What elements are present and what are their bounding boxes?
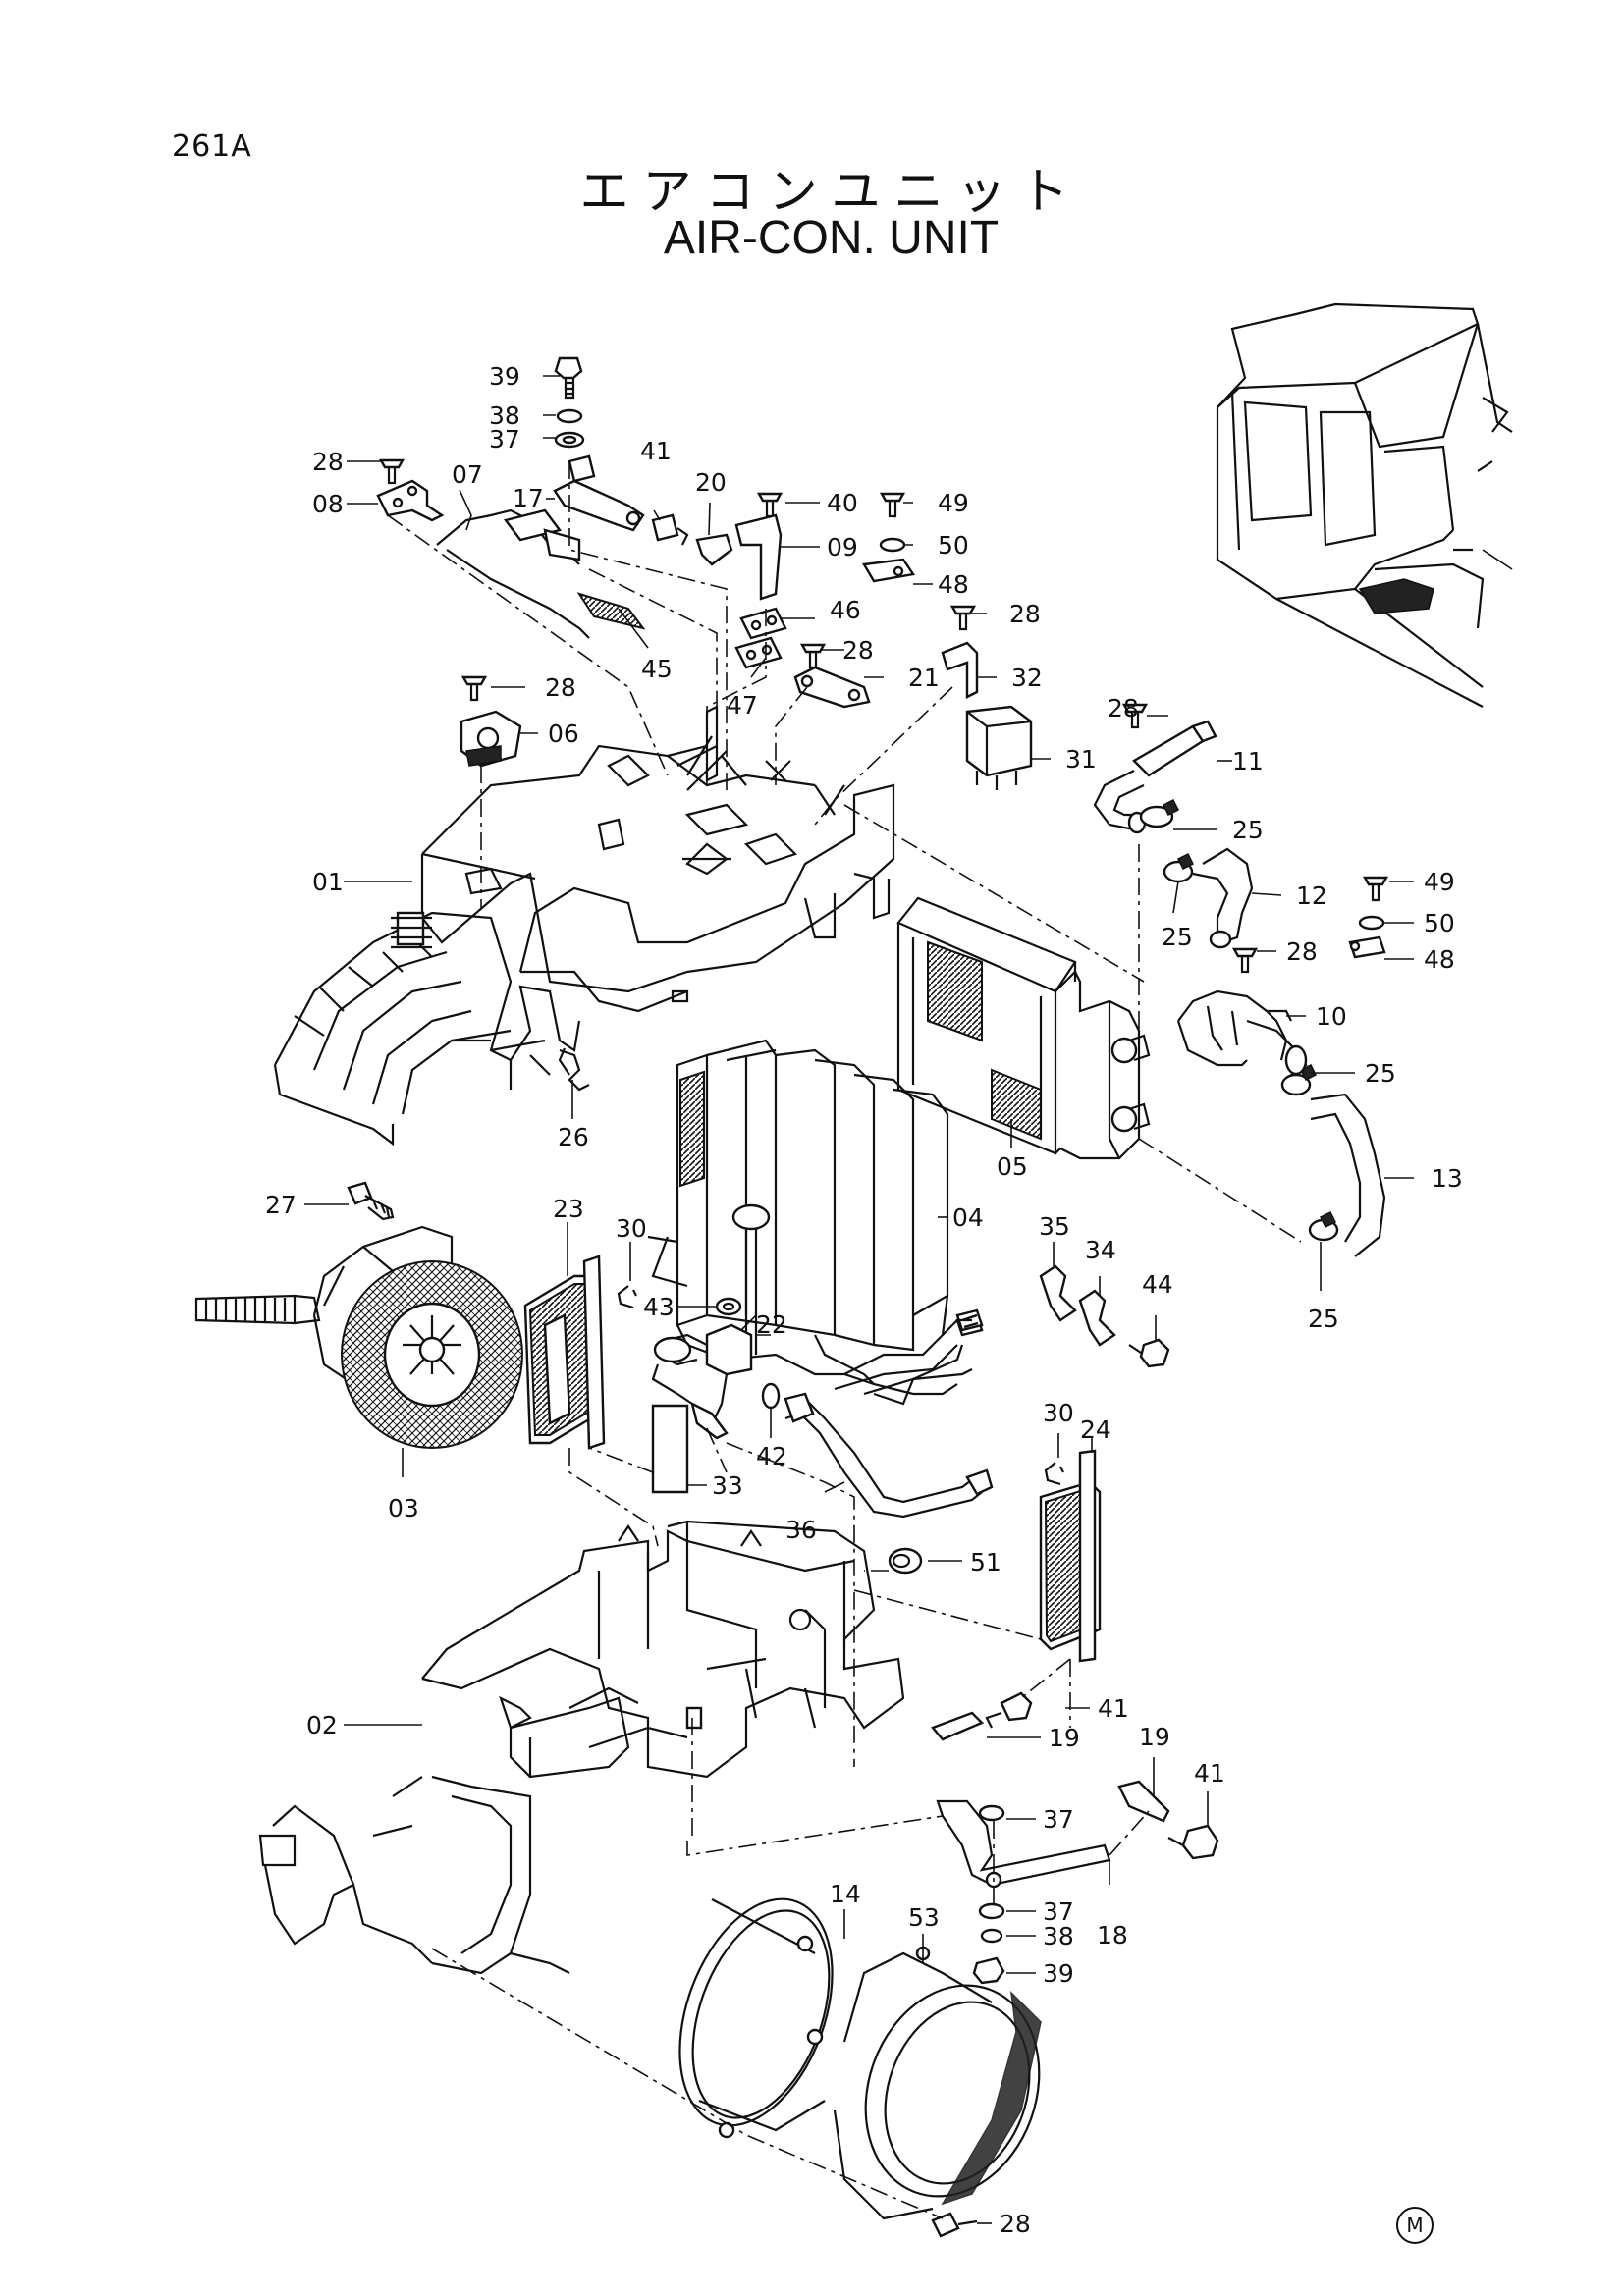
callout-39: 39 (1043, 1959, 1074, 1988)
callout-28: 28 (842, 636, 874, 665)
leader-lines (304, 375, 1414, 2224)
callout-09: 09 (827, 533, 858, 561)
callout-51: 51 (970, 1548, 1001, 1576)
callout-37: 37 (1043, 1897, 1074, 1926)
callout-36: 36 (785, 1516, 817, 1544)
callout-50: 50 (938, 531, 969, 560)
callout-43: 43 (643, 1293, 675, 1321)
callout-01: 01 (312, 868, 344, 896)
callout-33: 33 (712, 1471, 743, 1500)
callout-31: 31 (1065, 745, 1097, 774)
callout-50: 50 (1424, 909, 1455, 937)
excavator-cab-illustration (1216, 302, 1513, 708)
duct-14 (678, 1897, 834, 2139)
callout-23: 23 (553, 1195, 584, 1223)
lower-housing-02 (258, 1520, 905, 1975)
callout-45: 45 (641, 655, 673, 683)
callout-41: 41 (1194, 1759, 1225, 1788)
callout-11: 11 (1232, 747, 1264, 775)
callout-46: 46 (830, 596, 861, 624)
duct-53 (833, 1946, 1042, 2220)
callout-27: 27 (265, 1191, 297, 1219)
callout-24: 24 (1080, 1415, 1111, 1444)
callout-19: 19 (1049, 1724, 1080, 1752)
callout-28: 28 (1286, 937, 1318, 966)
callout-37: 37 (489, 425, 520, 454)
callout-49: 49 (1424, 868, 1455, 896)
callout-22: 22 (756, 1310, 787, 1339)
callout-28: 28 (1000, 2210, 1031, 2238)
blower-motor-03 (194, 1225, 523, 1449)
callout-21: 21 (908, 664, 940, 692)
callout-30: 30 (1043, 1399, 1074, 1427)
callout-28: 28 (545, 673, 576, 702)
callout-04: 04 (952, 1203, 984, 1232)
callout-28: 28 (1108, 694, 1139, 722)
alignment-lines (387, 461, 1302, 2219)
title-japanese: エアコンユニット (579, 163, 1083, 220)
callout-13: 13 (1432, 1164, 1463, 1193)
callout-30: 30 (616, 1214, 647, 1243)
page-code: 261A (172, 130, 252, 164)
callout-53: 53 (908, 1903, 940, 1932)
callout-34: 34 (1085, 1236, 1116, 1264)
callout-44: 44 (1142, 1270, 1173, 1299)
callout-48: 48 (938, 570, 969, 599)
callout-05: 05 (997, 1152, 1028, 1181)
callout-06: 06 (548, 720, 579, 748)
callout-14: 14 (830, 1880, 861, 1908)
title-english: AIR-CON. UNIT (663, 212, 1000, 264)
callout-25: 25 (1365, 1059, 1396, 1088)
callout-28: 28 (1009, 600, 1041, 628)
callout-20: 20 (695, 468, 727, 497)
callout-49: 49 (938, 489, 969, 517)
callout-38: 38 (1043, 1922, 1074, 1950)
callout-08: 08 (312, 490, 344, 518)
callout-35: 35 (1039, 1212, 1070, 1241)
corner-mark-circle: M (1396, 2207, 1434, 2244)
callout-26: 26 (558, 1123, 589, 1151)
callout-40: 40 (827, 489, 858, 517)
callout-37: 37 (1043, 1805, 1074, 1834)
callout-42: 42 (756, 1442, 787, 1470)
upper-housing-01 (273, 705, 895, 1147)
callout-25: 25 (1308, 1305, 1339, 1333)
callout-41: 41 (1098, 1694, 1129, 1723)
callout-18: 18 (1097, 1921, 1128, 1949)
callout-25: 25 (1162, 923, 1193, 951)
callout-02: 02 (306, 1711, 338, 1739)
callout-19: 19 (1139, 1723, 1170, 1751)
filter-24 (1039, 1449, 1102, 1663)
callout-48: 48 (1424, 945, 1455, 974)
callout-03: 03 (388, 1494, 419, 1522)
callout-32: 32 (1011, 664, 1043, 692)
callout-12: 12 (1296, 881, 1327, 910)
callout-41: 41 (640, 437, 672, 465)
small-parts (347, 356, 1389, 2238)
callout-47: 47 (727, 691, 758, 720)
callout-17: 17 (513, 484, 544, 512)
evaporator-04 (647, 1039, 984, 1406)
callout-28: 28 (312, 448, 344, 476)
filter-23 (523, 1255, 606, 1450)
callout-labels: 39 38 37 28 08 07 17 41 20 40 49 50 09 4… (265, 362, 1463, 2238)
callout-39: 39 (489, 362, 520, 391)
heater-core-05 (896, 896, 1151, 1160)
callout-07: 07 (452, 460, 483, 489)
callout-25: 25 (1232, 816, 1264, 844)
callout-38: 38 (489, 401, 520, 430)
callout-10: 10 (1316, 1002, 1347, 1031)
hoses-and-valve (1093, 720, 1386, 1257)
